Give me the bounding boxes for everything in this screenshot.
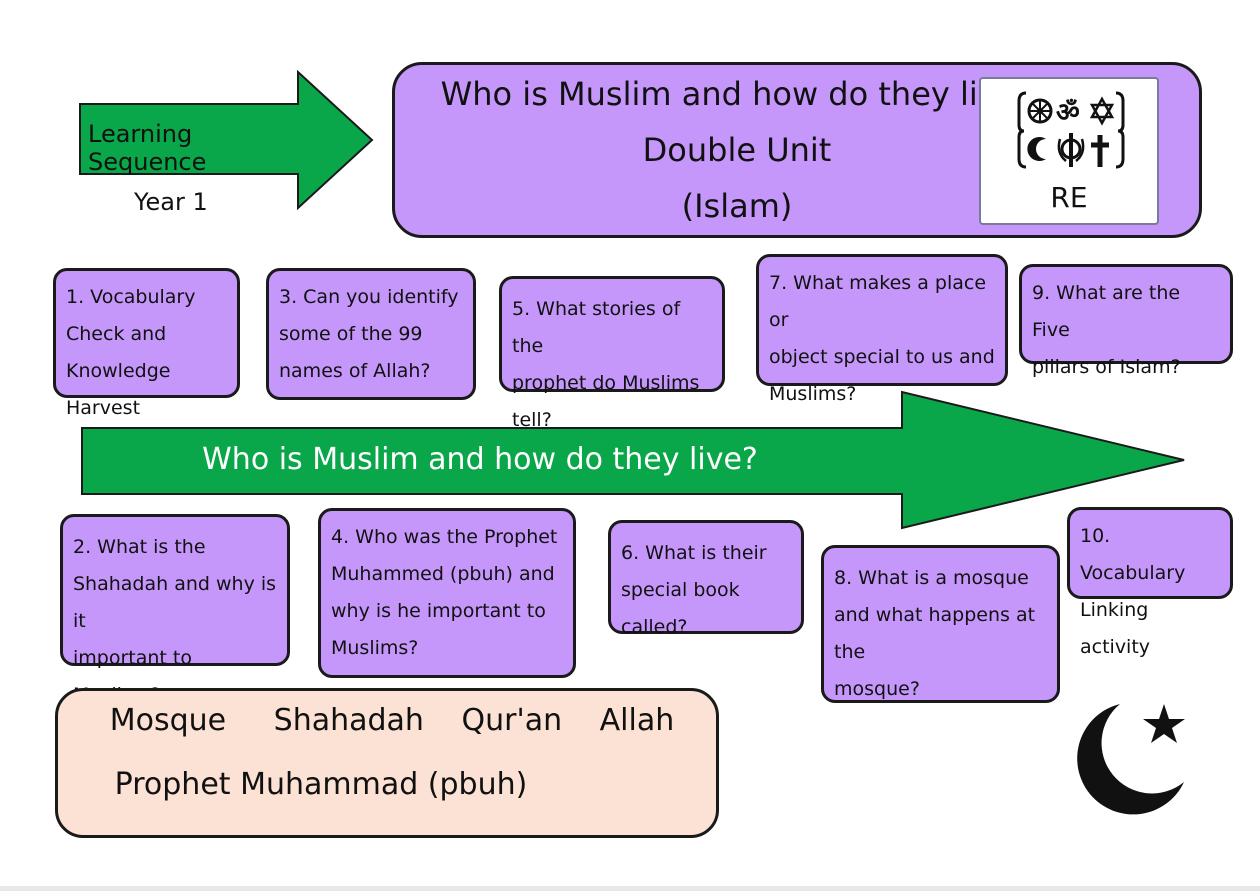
year-label: Year 1 bbox=[134, 188, 208, 216]
re-logo-label: RE bbox=[1050, 181, 1088, 214]
lesson-2-card: 2. What is the Shahadah and why is it im… bbox=[60, 514, 290, 706]
lesson-7-card: 7. What makes a place or object special … bbox=[756, 254, 1008, 405]
vocab-word: Shahadah bbox=[273, 703, 424, 738]
main-green-arrow bbox=[81, 390, 1185, 530]
lesson-6-card: 6. What is their special book called? bbox=[608, 520, 804, 638]
lesson-3-card: 3. Can you identify some of the 99 names… bbox=[266, 268, 476, 400]
vocabulary-words-row: Mosque Shahadah Qur'an Allah bbox=[58, 703, 716, 738]
lesson-10-card: 10. Vocabulary Linking activity bbox=[1067, 507, 1233, 658]
green-arrow-shape bbox=[79, 70, 374, 211]
vocab-word: Allah bbox=[599, 703, 675, 738]
learning-sequence-arrow: Learning Sequence bbox=[78, 70, 376, 212]
lesson-4-card: 4. Who was the Prophet Muhammed (pbuh) a… bbox=[318, 508, 576, 678]
lesson-8-card: 8. What is a mosque and what happens at … bbox=[821, 545, 1060, 703]
re-logo: ॐ RE bbox=[979, 77, 1159, 225]
bottom-border bbox=[0, 886, 1260, 891]
learning-sequence-label: Learning Sequence bbox=[88, 120, 207, 176]
vocabulary-box: Mosque Shahadah Qur'an Allah Prophet Muh… bbox=[55, 688, 719, 838]
lesson-9-card: 9. What are the Five pillars of Islam? bbox=[1019, 264, 1233, 378]
vocab-word: Mosque bbox=[109, 703, 227, 738]
lesson-5-card: 5. What stories of the prophet do Muslim… bbox=[499, 276, 725, 431]
unit-title: Who is Muslim and how do they live? bbox=[440, 75, 1034, 113]
vocab-word-prophet: Prophet Muhammad (pbuh) bbox=[114, 767, 528, 802]
unit-header-box: Who is Muslim and how do they live? Doub… bbox=[392, 62, 1202, 238]
svg-text:ॐ: ॐ bbox=[1056, 98, 1080, 128]
vocab-word: Qur'an bbox=[461, 703, 563, 738]
unit-faith: (Islam) bbox=[681, 187, 793, 225]
multi-faith-symbols-icon: ॐ bbox=[1017, 91, 1125, 169]
crescent-star-icon bbox=[1077, 704, 1185, 815]
unit-type: Double Unit bbox=[642, 131, 832, 169]
main-arrow-label: Who is Muslim and how do they live? bbox=[202, 442, 758, 477]
lesson-1-card: 1. Vocabulary Check and Knowledge Harves… bbox=[53, 268, 240, 419]
